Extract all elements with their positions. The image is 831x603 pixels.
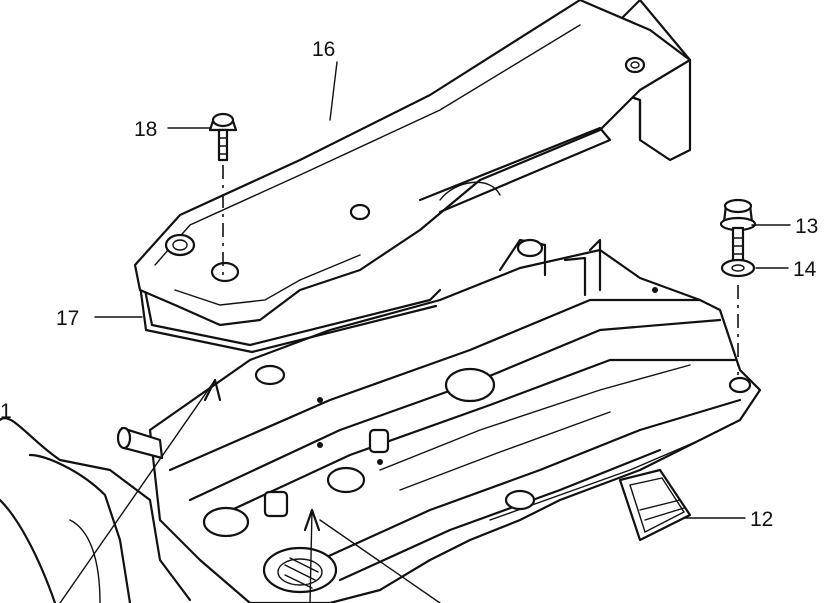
ignition-coil-cover-16: [133, 0, 692, 327]
callout-16: 16: [312, 38, 335, 61]
callout-18: 18: [134, 118, 157, 141]
callout-1: 1: [0, 400, 12, 423]
cylinder-head-cover: [0, 238, 762, 603]
callout-17: 17: [56, 307, 79, 330]
leader-lines: [94, 61, 791, 519]
callout-13: 13: [795, 215, 818, 238]
bolt-18: [208, 112, 238, 275]
callout-14: 14: [793, 258, 817, 281]
gasket-17: [138, 283, 442, 354]
callout-12: 12: [750, 508, 773, 531]
bolt-13: [719, 198, 757, 266]
washer-14: [720, 258, 756, 375]
